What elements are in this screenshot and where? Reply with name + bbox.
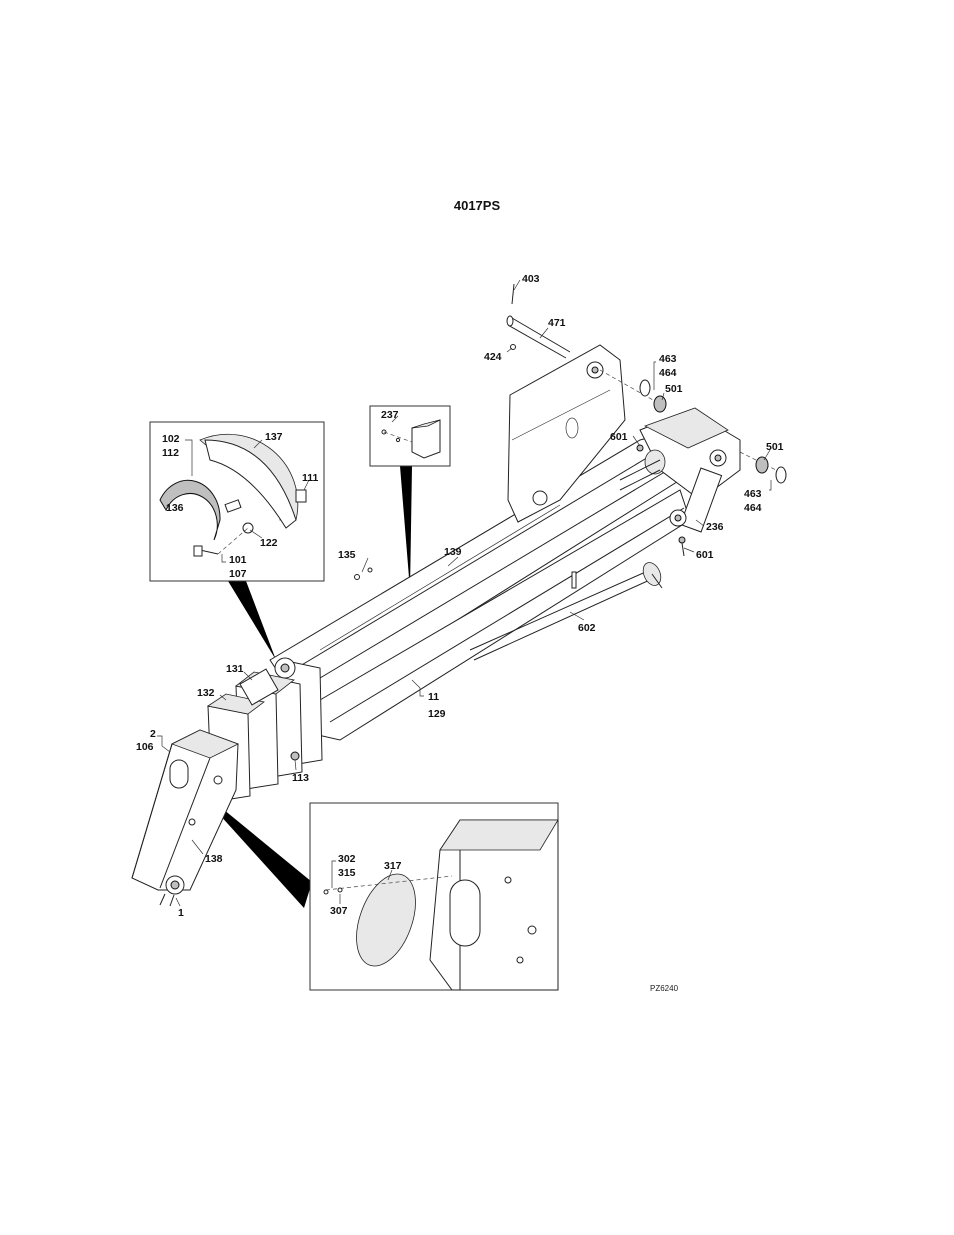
- callout-471: 471: [548, 317, 566, 329]
- screw-302: [324, 890, 328, 894]
- callout-102: 102: [162, 433, 180, 445]
- callout-111: 111: [302, 472, 319, 484]
- callout-307: 307: [330, 905, 348, 917]
- callout-601-top: 601: [610, 431, 628, 443]
- callout-464-top: 464: [659, 367, 677, 379]
- callout-132: 132: [197, 687, 215, 699]
- callout-403: 403: [522, 273, 540, 285]
- callout-463-top: 463: [659, 353, 677, 365]
- callout-11: 11: [428, 691, 439, 703]
- callout-1: 1: [178, 907, 184, 919]
- washer-463-right: [776, 467, 786, 483]
- callout-2: 2: [150, 728, 156, 740]
- callout-106: 106: [136, 741, 154, 753]
- callout-131: 131: [226, 663, 244, 675]
- callout-138: 138: [205, 853, 223, 865]
- lower-boom-138: [132, 730, 238, 906]
- callout-317: 317: [384, 860, 402, 872]
- detail-box-317: [310, 803, 558, 990]
- callout-501-top: 501: [665, 383, 683, 395]
- bolt-135: [355, 575, 360, 580]
- callout-464-right: 464: [744, 502, 762, 514]
- callout-463-right: 463: [744, 488, 762, 500]
- nut-111: [296, 490, 306, 502]
- callout-139: 139: [444, 546, 462, 558]
- callout-113: 113: [292, 772, 309, 784]
- callout-236: 236: [706, 521, 724, 533]
- callout-302: 302: [338, 853, 356, 865]
- callout-237: 237: [381, 409, 399, 421]
- callout-101: 101: [229, 554, 247, 566]
- washer-463-left: [640, 380, 650, 396]
- callout-137: 137: [265, 431, 283, 443]
- drawing-code: PZ6240: [650, 984, 679, 993]
- detail-237-pointer: [400, 466, 412, 590]
- bushing-501-left: [654, 396, 666, 412]
- bolt-101: [194, 546, 202, 556]
- callout-501-right: 501: [766, 441, 784, 453]
- grease-fitting-601-bottom: [679, 537, 685, 543]
- bushing-501-right: [756, 457, 768, 473]
- washer-307: [338, 888, 342, 892]
- callout-315: 315: [338, 867, 356, 879]
- outer-boom-139: [270, 432, 700, 705]
- callout-129: 129: [428, 708, 446, 720]
- detail-137-pointer: [228, 581, 276, 660]
- callout-135: 135: [338, 549, 356, 561]
- bolt-403: [512, 284, 514, 304]
- callout-112: 112: [162, 447, 179, 459]
- callout-136: 136: [166, 502, 184, 514]
- callout-107: 107: [229, 568, 247, 580]
- callout-601-bottom: 601: [696, 549, 714, 561]
- callout-424: 424: [484, 351, 502, 363]
- callout-602: 602: [578, 622, 596, 634]
- callout-122: 122: [260, 537, 278, 549]
